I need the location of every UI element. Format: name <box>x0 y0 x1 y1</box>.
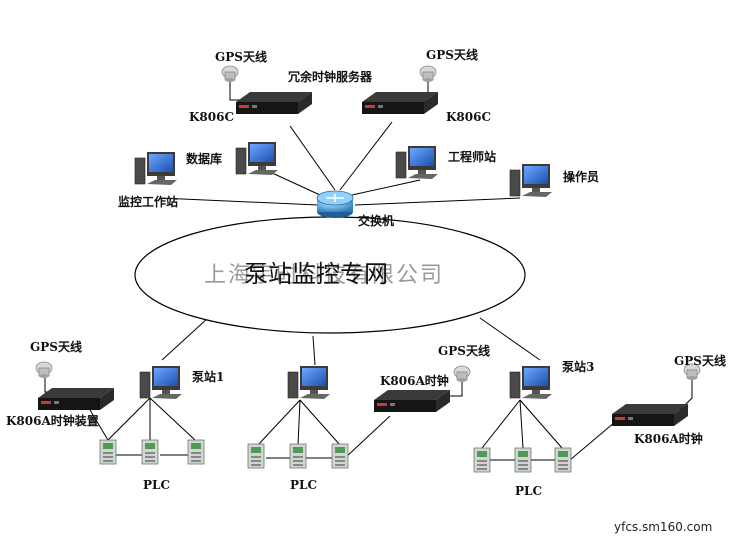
monitor-workstation-computer-icon <box>134 151 178 186</box>
k806a-clock-device-icon <box>612 404 688 426</box>
server-title: 冗余时钟服务器 <box>288 70 373 84</box>
gps-label: GPS天线 <box>438 344 490 358</box>
gps-label: GPS天线 <box>30 340 82 354</box>
k806a-clock-device-icon <box>38 388 114 410</box>
engineer-computer-icon <box>395 145 439 180</box>
monitor-workstation-label: 监控工作站 <box>118 195 179 209</box>
gps-antenna-icon <box>35 361 53 379</box>
plc-icon <box>141 439 159 465</box>
plc-icon <box>247 443 265 469</box>
plc-icon <box>187 439 205 465</box>
plc-icon <box>473 447 491 473</box>
clock-server-left <box>236 92 312 114</box>
plc-icon <box>554 447 572 473</box>
clock-label: K806A时钟 <box>634 432 703 446</box>
network-label: 泵站监控专网 <box>244 260 388 288</box>
station-name-label: 泵站1 <box>192 370 225 384</box>
database-label: 数据库 <box>186 152 223 166</box>
switch-icon <box>316 190 354 218</box>
gps-label: GPS天线 <box>215 50 267 64</box>
footer-url: yfcs.sm160.com <box>614 520 713 534</box>
clock-server-right <box>362 92 438 114</box>
station-computer-icon <box>509 365 553 400</box>
switch-label: 交换机 <box>358 214 395 228</box>
gps-antenna-icon <box>453 365 471 383</box>
station-computer-icon <box>287 365 331 400</box>
engineer-label: 工程师站 <box>448 150 497 164</box>
company-watermark: 上海宇时科技有限公司 <box>204 263 445 288</box>
operator-computer-icon <box>509 163 553 198</box>
clock-label: K806A时钟 <box>380 374 449 388</box>
station-computer-icon <box>139 365 183 400</box>
k806a-clock-device-icon <box>374 390 450 412</box>
plc-label: PLC <box>290 478 318 492</box>
plc-label: PLC <box>515 484 543 498</box>
plc-icon <box>289 443 307 469</box>
server-label-right: K806C <box>446 110 492 124</box>
operator-label: 操作员 <box>563 170 600 184</box>
plc-icon <box>99 439 117 465</box>
clock-label: K806A时钟装置 <box>6 414 99 428</box>
gps-label: GPS天线 <box>426 48 478 62</box>
plc-label: PLC <box>143 478 171 492</box>
gps-antenna-icon <box>221 65 239 83</box>
station-name-label: 泵站3 <box>562 360 595 374</box>
connection-lines <box>44 82 693 461</box>
database-computer-icon <box>235 141 279 176</box>
gps-label: GPS天线 <box>674 354 726 368</box>
gps-antenna-icon <box>419 65 437 83</box>
plc-icon <box>514 447 532 473</box>
server-label-left: K806C <box>189 110 235 124</box>
plc-icon <box>331 443 349 469</box>
